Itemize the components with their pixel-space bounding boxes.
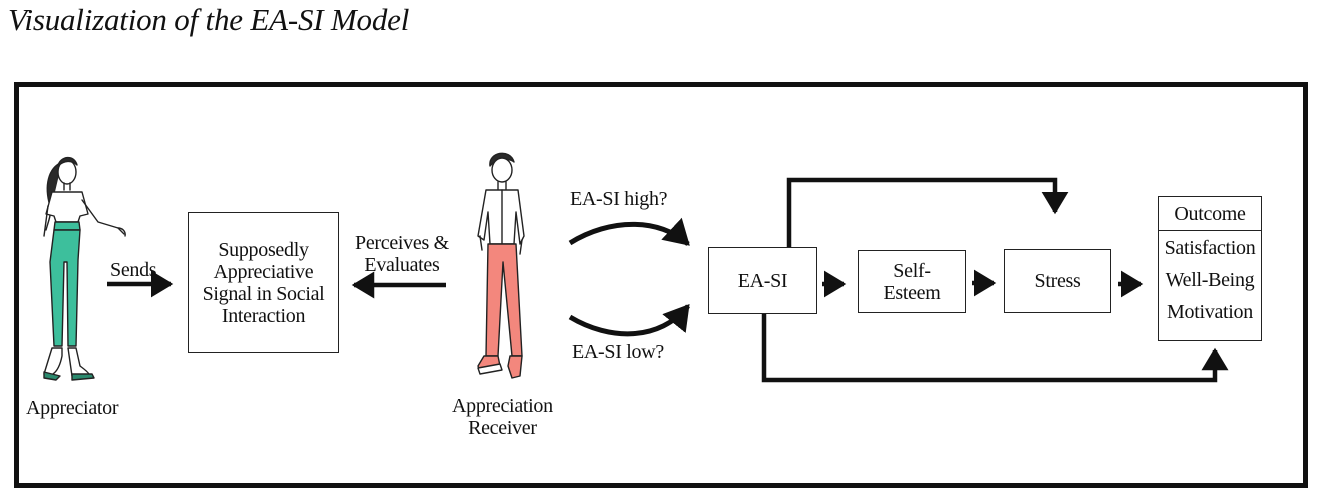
receiver-label: Appreciation Receiver (452, 395, 553, 439)
stress-box: Stress (1004, 249, 1111, 313)
sends-label: Sends (110, 259, 157, 281)
outcome-header: Outcome (1159, 197, 1261, 231)
outcome-item-motivation: Motivation (1167, 301, 1253, 323)
outcome-item-satisfaction: Satisfaction (1164, 237, 1256, 259)
receiver-figure (477, 152, 525, 379)
outcome-item-well-being: Well-Being (1165, 269, 1255, 291)
appreciator-label: Appreciator (26, 397, 119, 419)
easi-high-label: EA-SI high? (570, 188, 668, 210)
outcome-box: Outcome Satisfaction Well-Being Motivati… (1158, 196, 1262, 341)
easi-to-stress-arrow (786, 177, 1069, 247)
low-arrow (568, 304, 690, 337)
easi-low-label: EA-SI low? (572, 341, 664, 363)
easi-box: EA-SI (708, 247, 817, 314)
easi-to-outcome-arrow (761, 314, 1229, 383)
figure-title: Visualization of the EA-SI Model (8, 2, 410, 37)
self-esteem-box: Self- Esteem (858, 250, 966, 313)
diagram-frame (14, 82, 1308, 488)
signal-box: Supposedly Appreciative Signal in Social… (188, 212, 339, 353)
perceives-label: Perceives & Evaluates (355, 232, 449, 276)
appreciator-figure (43, 156, 126, 381)
high-arrow (568, 217, 690, 246)
